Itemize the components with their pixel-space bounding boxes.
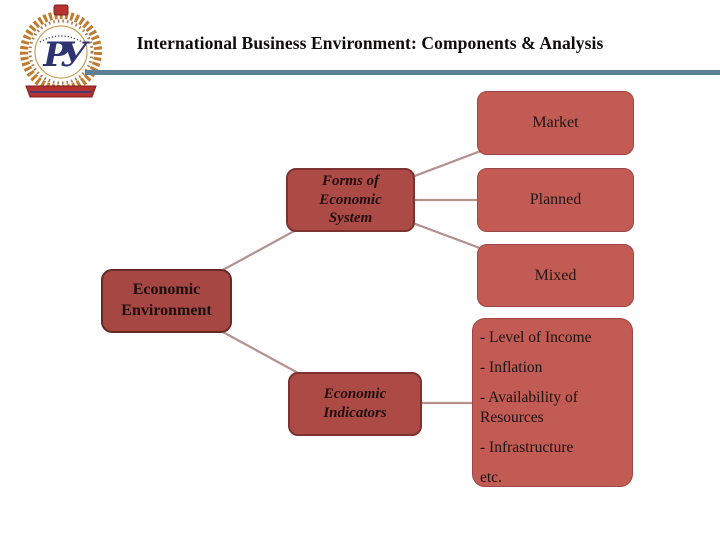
node-label: Planned bbox=[529, 191, 582, 208]
node-indicator-list: - Level of Income - Inflation - Availabi… bbox=[472, 318, 633, 487]
node-forms-of-economic-system: Forms of Economic System bbox=[286, 168, 415, 232]
list-item: - Infrastructure bbox=[480, 439, 574, 456]
slide-title: International Business Environment: Comp… bbox=[136, 33, 604, 53]
node-economic-environment: Economic Environment bbox=[101, 269, 232, 333]
list-item: - Level of Income bbox=[480, 329, 592, 346]
wreath-inner bbox=[28, 19, 94, 85]
university-logo-icon: РУ bbox=[20, 4, 102, 98]
node-label: Forms of Economic System bbox=[319, 172, 382, 227]
node-label: Economic Environment bbox=[121, 281, 212, 319]
node-planned: Planned bbox=[477, 168, 634, 232]
node-mixed: Mixed bbox=[477, 244, 634, 307]
list-item: - Availability of Resources bbox=[480, 389, 578, 426]
list-item: etc. bbox=[480, 469, 502, 486]
crest bbox=[53, 4, 69, 16]
arc-text-decoration bbox=[39, 35, 83, 43]
node-label: Mixed bbox=[534, 266, 577, 284]
node-economic-indicators: Economic Indicators bbox=[288, 372, 422, 436]
node-label: Market bbox=[532, 114, 579, 131]
node-market: Market bbox=[477, 91, 634, 155]
list-item: - Inflation bbox=[480, 359, 543, 376]
node-label: Economic Indicators bbox=[323, 386, 387, 421]
title-divider bbox=[85, 70, 720, 75]
